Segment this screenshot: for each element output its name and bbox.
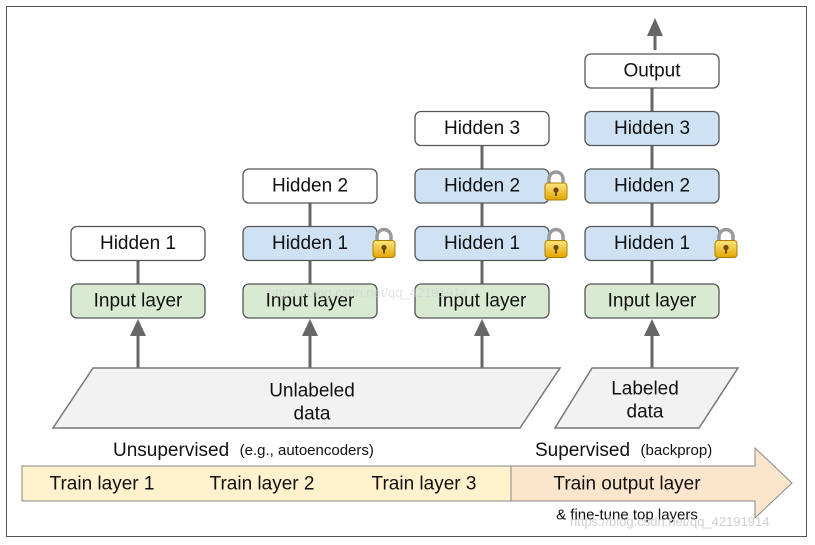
input-layer-box: Input layer [584, 283, 720, 319]
network-stack-1: Hidden 1 Input layer [70, 225, 206, 319]
hidden-1-label: Hidden 1 [444, 233, 520, 254]
output-box: Output [584, 53, 720, 89]
input-arrow [474, 319, 490, 368]
hidden-3-label: Hidden 3 [614, 118, 690, 139]
input-arrow [644, 319, 660, 368]
hidden-2-label: Hidden 2 [272, 176, 348, 197]
hidden-1-label: Hidden 1 [614, 233, 690, 254]
network-stack-3: Hidden 3 Hidden 2 Hidden 1 Input layer [414, 110, 568, 319]
unlabeled-data-input: Unlabeled data [51, 367, 562, 429]
unlabeled-data-line2: data [294, 404, 331, 425]
unsupervised-phase-label: Unsupervised (e.g., autoencoders) [113, 440, 374, 461]
input-layer-label: Input layer [266, 291, 355, 312]
hidden-2-label: Hidden 2 [444, 176, 520, 197]
train-output-layer: Train output layer [553, 474, 701, 495]
svg-text:Unsupervised (e.g., auto: Unsupervised (e.g., autoencoders) [113, 440, 374, 461]
labeled-data-line2: data [627, 402, 664, 423]
lock-icon [714, 227, 738, 258]
supervised-arrow-head [510, 446, 793, 520]
hidden-2-box: Hidden 2 [584, 168, 720, 204]
hidden-1-label: Hidden 1 [100, 233, 176, 254]
hidden-2-label: Hidden 2 [614, 176, 690, 197]
watermark-bottom: https://blog.csdn.net/qq_42191914 [570, 514, 770, 529]
unsupervised-detail: (e.g., autoencoders) [240, 442, 374, 459]
unlabeled-data-line1: Unlabeled [269, 381, 355, 402]
hidden-1-box: Hidden 1 [70, 225, 206, 262]
output-label: Output [623, 61, 681, 82]
train-layer-1: Train layer 1 [50, 474, 155, 495]
hidden-2-box: Hidden 2 [242, 168, 378, 204]
hidden-1-box: Hidden 1 [242, 225, 396, 262]
supervised-phase-label: Supervised (backprop) [535, 440, 712, 461]
input-arrow [130, 319, 146, 368]
svg-text:Supervised (backprop): Supervised (backprop) [535, 440, 712, 461]
hidden-3-box: Hidden 3 [584, 110, 720, 147]
training-arrow: Train layer 1 Train layer 2 Train layer … [21, 446, 793, 520]
watermark-center: https://blog.csdn.net/qq_42191914 [268, 285, 468, 300]
supervised-detail: (backprop) [641, 442, 713, 459]
train-layer-2: Train layer 2 [210, 474, 315, 495]
train-layer-3: Train layer 3 [372, 474, 477, 495]
input-layer-label: Input layer [608, 291, 697, 312]
lock-icon [544, 227, 568, 258]
network-stack-2: Hidden 2 Hidden 1 Input layer [242, 168, 396, 319]
input-layer-label: Input layer [438, 291, 527, 312]
hidden-1-box: Hidden 1 [584, 225, 738, 262]
hidden-3-box: Hidden 3 [414, 110, 550, 147]
output-top-arrow [647, 18, 663, 50]
hidden-2-box: Hidden 2 [414, 168, 568, 204]
lock-icon [544, 170, 568, 201]
input-layer-box: Input layer [414, 283, 550, 319]
input-layer-box: Input layer [242, 283, 378, 319]
figure-frame [6, 6, 807, 537]
fine-tune-note: & fine-tune top layers [556, 507, 698, 524]
hidden-1-label: Hidden 1 [272, 233, 348, 254]
lock-icon [372, 227, 396, 258]
unsupervised-arrow-segment [21, 465, 512, 502]
input-arrow [302, 319, 318, 368]
unsupervised-label: Unsupervised [113, 440, 229, 461]
supervised-label: Supervised [535, 440, 630, 461]
input-layer-label: Input layer [94, 291, 183, 312]
labeled-data-line1: Labeled [611, 379, 679, 400]
input-layer-box: Input layer [70, 283, 206, 319]
hidden-3-label: Hidden 3 [444, 118, 520, 139]
hidden-1-box: Hidden 1 [414, 225, 568, 262]
labeled-data-input: Labeled data [553, 367, 740, 429]
